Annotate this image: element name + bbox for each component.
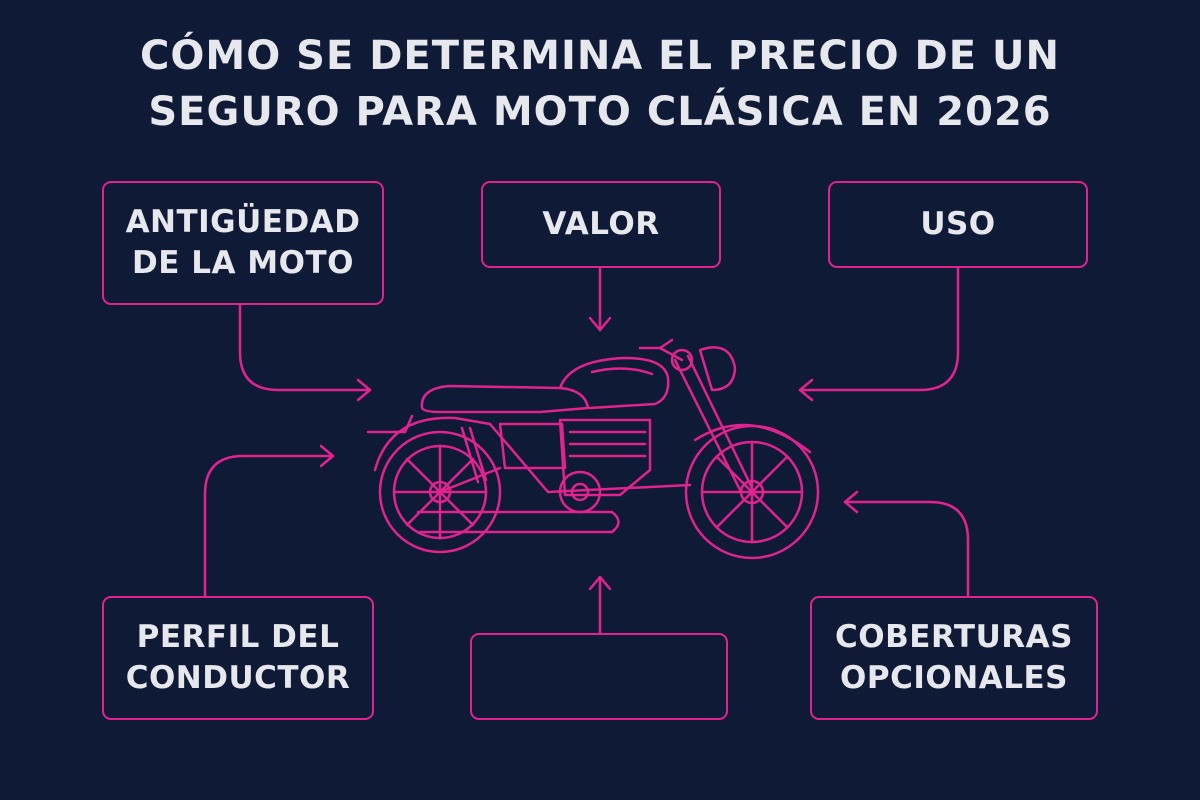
page-title: CÓMO SE DETERMINA EL PRECIO DE UN SEGURO…	[0, 28, 1200, 140]
factor-label: VALOR	[542, 206, 660, 242]
factor-box-antiguedad: ANTIGÜEDAD DE LA MOTO	[102, 181, 384, 305]
title-line-1: CÓMO SE DETERMINA EL PRECIO DE UN	[140, 33, 1060, 79]
arrow-valor	[588, 266, 612, 332]
factor-box-uso: USO	[828, 181, 1088, 268]
classic-motorcycle-icon	[366, 338, 820, 560]
factor-box-perfil: PERFIL DEL CONDUCTOR	[102, 596, 374, 720]
factor-label-line-1: PERFIL DEL	[136, 619, 340, 655]
factor-box-empty	[470, 633, 728, 720]
title-line-2: SEGURO PARA MOTO CLÁSICA EN 2026	[148, 89, 1052, 135]
arrow-uso	[798, 266, 960, 402]
arrow-coberturas	[843, 490, 970, 598]
factor-box-valor: VALOR	[481, 181, 721, 268]
factor-label-line-2: DE LA MOTO	[132, 245, 354, 281]
arrow-antiguedad	[238, 303, 372, 402]
factor-label-line-2: CONDUCTOR	[125, 660, 351, 696]
factor-box-coberturas: COBERTURAS OPCIONALES	[810, 596, 1098, 720]
arrow-perfil	[203, 444, 335, 598]
factor-label-line-1: ANTIGÜEDAD	[125, 204, 361, 240]
factor-label: USO	[920, 206, 996, 242]
factor-label-line-1: COBERTURAS	[835, 619, 1073, 655]
factor-label-line-2: OPCIONALES	[840, 660, 1068, 696]
arrow-empty	[588, 575, 612, 635]
